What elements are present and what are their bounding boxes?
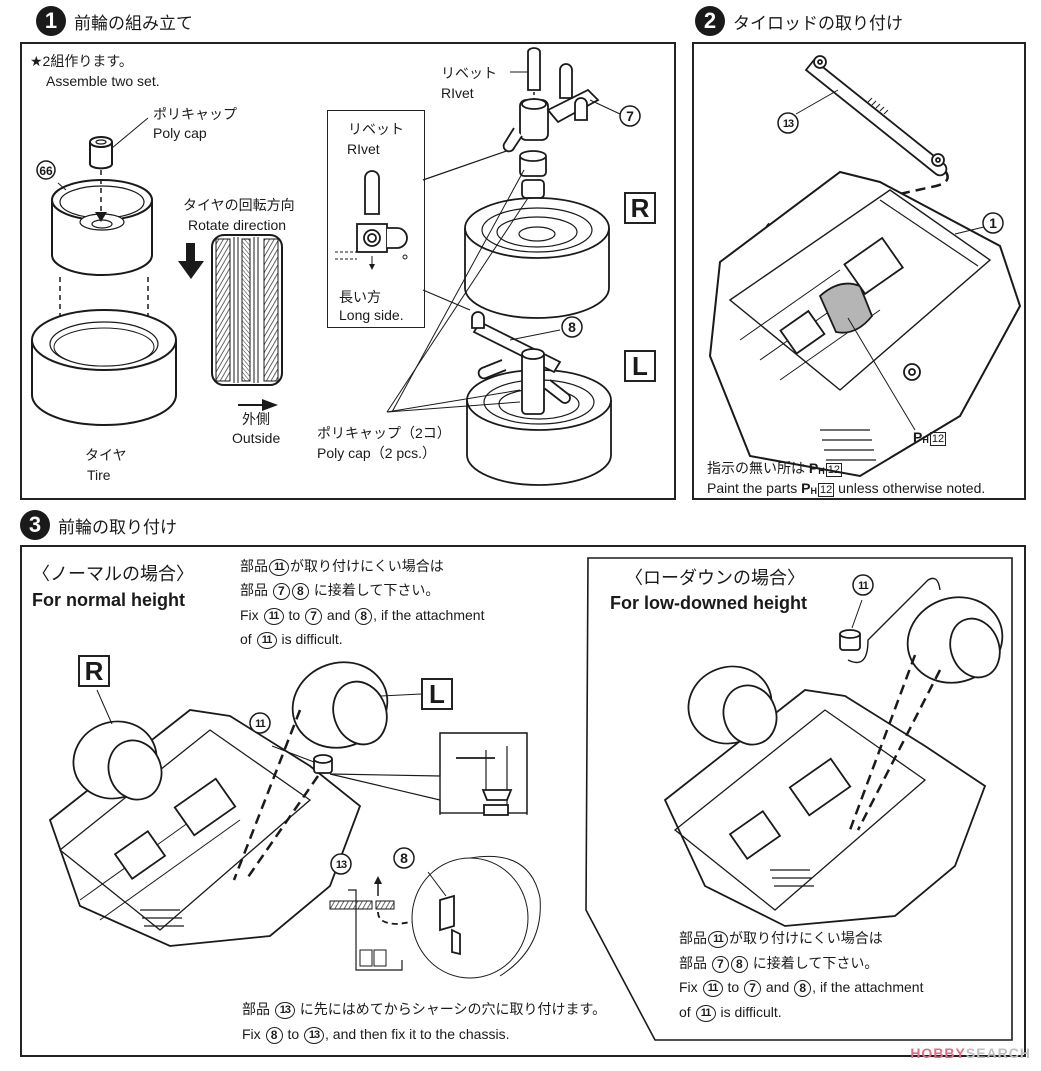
bottom-note-jp: 部品 13 に先にはめてからシャーシの穴に取り付けます。 bbox=[242, 1001, 607, 1019]
lowdown-fix-en-line1: Fix 11 to 7 and 8, if the attachment bbox=[679, 979, 924, 997]
polycap-label-jp: ポリキャップ bbox=[153, 106, 237, 122]
part-66-label: 66 bbox=[39, 164, 53, 178]
part-1-callout: 1 bbox=[982, 212, 1004, 234]
step1-title: 前輪の組み立て bbox=[74, 13, 193, 33]
normal-fix-en-line1: Fix 11 to 7 and 8, if the attachment bbox=[240, 607, 485, 625]
outside-label-en: Outside bbox=[232, 430, 281, 446]
normal-fix-en-line2: of 11 is difficult. bbox=[240, 631, 343, 649]
hobby-search-watermark: HOBBYSEARCH bbox=[910, 1045, 1031, 1061]
tire-label-en: Tire bbox=[87, 467, 111, 483]
lowdown-heading-en: For low-downed height bbox=[610, 593, 807, 613]
longside-jp: 長い方 bbox=[339, 289, 381, 305]
knuckle-assembly-illustration: 7 8 bbox=[335, 47, 641, 486]
part-8-callout: 8 bbox=[561, 316, 583, 338]
svg-text:13: 13 bbox=[336, 859, 347, 871]
tire-tread-illustration bbox=[178, 234, 283, 411]
watermark-brand: HOBBY bbox=[910, 1045, 966, 1061]
normal-height-heading-en: For normal height bbox=[32, 590, 185, 610]
polycap2-label-jp: ポリキャップ（2コ） bbox=[317, 425, 451, 441]
tierod-chassis-illustration: 13 1 bbox=[708, 55, 1022, 478]
bottom-note-en: Fix 8 to 13, and then fix it to the chas… bbox=[242, 1026, 510, 1044]
step3-number-badge: 3 bbox=[20, 510, 50, 540]
step3-title: 前輪の取り付け bbox=[58, 517, 177, 537]
rivet-inset-box bbox=[327, 110, 425, 328]
rotate-direction-jp: タイヤの回転方向 bbox=[183, 197, 295, 213]
polycap2-label-en: Poly cap（2 pcs.） bbox=[317, 445, 437, 461]
rotate-down-arrow-icon bbox=[178, 261, 204, 279]
polycap-label-en: Poly cap bbox=[153, 125, 207, 141]
step2-number-badge: 2 bbox=[695, 6, 725, 36]
outside-label-jp: 外側 bbox=[242, 411, 270, 427]
part-13-callout-step2: 13 bbox=[777, 112, 799, 134]
svg-text:13: 13 bbox=[783, 118, 794, 130]
lowdown-fix-en-line2: of 11 is difficult. bbox=[679, 1004, 782, 1022]
right-side-label: R bbox=[624, 192, 656, 224]
step3-left-label: L bbox=[421, 678, 453, 710]
part-11-callout-normal: 11 bbox=[249, 712, 271, 734]
step3-right-label: R bbox=[78, 655, 110, 687]
outside-arrow-icon bbox=[262, 399, 278, 411]
normal-height-chassis-illustration: 11 13 8 bbox=[48, 661, 541, 979]
svg-text:7: 7 bbox=[626, 108, 634, 124]
part-13-callout-step3: 13 bbox=[330, 853, 352, 875]
part-11-callout-lowdown: 11 bbox=[852, 574, 874, 596]
svg-text:8: 8 bbox=[400, 850, 408, 866]
step2-title: タイロッドの取り付け bbox=[733, 13, 903, 33]
normal-height-heading-jp: 〈ノーマルの場合〉 bbox=[32, 564, 194, 584]
inset-rivet-jp: リベット bbox=[348, 121, 404, 137]
part-8-callout-step3: 8 bbox=[393, 847, 415, 869]
svg-text:8: 8 bbox=[568, 319, 576, 335]
lowdown-heading-jp: 〈ローダウンの場合〉 bbox=[625, 568, 805, 588]
wheel-tire-illustration: 66 bbox=[31, 117, 177, 426]
watermark-suffix: SEARCH bbox=[965, 1045, 1031, 1061]
step3-header: 3 前輪の取り付け bbox=[20, 510, 177, 540]
step1-note-jp: ★2組作ります。 bbox=[30, 53, 133, 69]
left-side-label: L bbox=[624, 350, 656, 382]
rivet-label-en: RIvet bbox=[441, 85, 474, 101]
rivet-label-jp: リベット bbox=[441, 65, 497, 81]
step2-header: 2 タイロッドの取り付け bbox=[695, 6, 903, 36]
step1-header: 1 前輪の組み立て bbox=[36, 6, 193, 36]
inset-rivet-en: RIvet bbox=[347, 141, 380, 157]
part-7-callout: 7 bbox=[619, 105, 641, 127]
svg-text:11: 11 bbox=[858, 580, 869, 592]
svg-text:11: 11 bbox=[255, 718, 266, 730]
step1-number-badge: 1 bbox=[36, 6, 66, 36]
longside-en: Long side. bbox=[339, 307, 404, 323]
rotate-direction-en: Rotate direction bbox=[188, 217, 287, 233]
step1-note-en: Assemble two set. bbox=[46, 73, 160, 89]
tire-label-jp: タイヤ bbox=[85, 447, 127, 463]
svg-text:1: 1 bbox=[989, 215, 997, 231]
